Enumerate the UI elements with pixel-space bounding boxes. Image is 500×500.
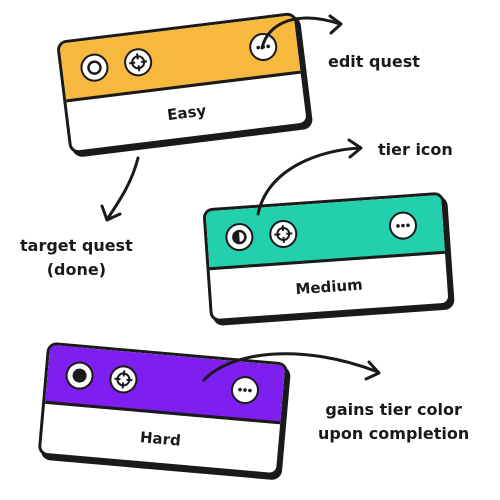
label-gains-color-line-2: upon completion bbox=[318, 424, 470, 443]
label-target-quest: target quest (done) bbox=[20, 234, 133, 282]
label-edit-quest: edit quest bbox=[328, 52, 420, 71]
target-icon[interactable] bbox=[108, 364, 139, 395]
tier-icon bbox=[64, 360, 95, 391]
tier-icon bbox=[224, 222, 255, 253]
target-icon[interactable] bbox=[122, 46, 154, 78]
label-target-quest-line-2: (done) bbox=[46, 260, 107, 279]
label-target-quest-line-1: target quest bbox=[20, 236, 133, 255]
label-gains-color-line-1: gains tier color bbox=[325, 400, 462, 419]
more-options-icon[interactable] bbox=[229, 374, 261, 406]
quest-card-easy: Easy bbox=[55, 11, 311, 155]
quest-card-medium: Medium bbox=[202, 191, 452, 323]
tier-icon bbox=[78, 52, 111, 84]
arrow-target-quest bbox=[106, 156, 140, 220]
label-tier-icon: tier icon bbox=[378, 140, 453, 159]
quest-card-hard: Hard bbox=[37, 341, 289, 477]
label-gains-color: gains tier color upon completion bbox=[318, 398, 469, 446]
more-options-icon[interactable] bbox=[388, 210, 418, 241]
target-icon[interactable] bbox=[268, 219, 299, 249]
